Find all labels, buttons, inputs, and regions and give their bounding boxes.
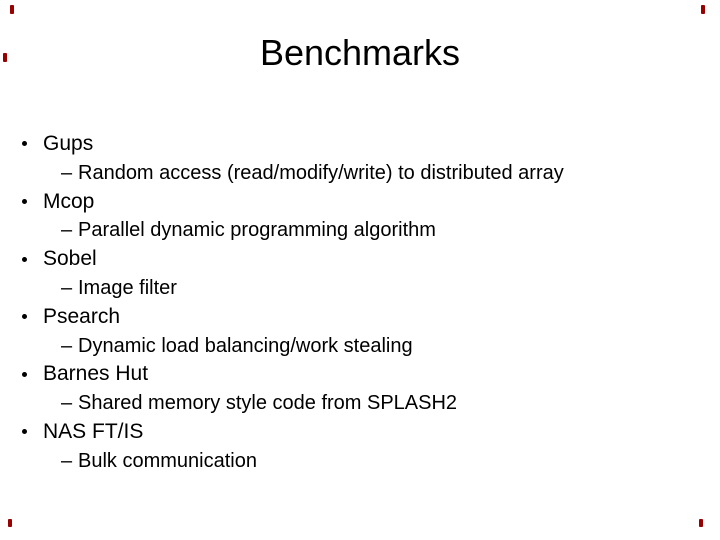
dash-icon: – <box>61 219 73 242</box>
bullet-list: Gups – Random access (read/modify/write)… <box>0 130 720 476</box>
bullet-icon <box>22 256 27 262</box>
benchmark-name: Sobel <box>43 247 97 271</box>
benchmark-desc: Parallel dynamic programming algorithm <box>78 219 436 242</box>
bullet-icon <box>22 314 27 320</box>
benchmark-desc: Bulk communication <box>78 449 257 472</box>
edge-mark <box>8 519 12 527</box>
benchmark-desc: Image filter <box>78 276 177 299</box>
list-subitem: – Dynamic load balancing/work stealing <box>0 332 720 361</box>
bullet-icon <box>22 141 27 147</box>
benchmark-name: NAS FT/IS <box>43 419 144 443</box>
list-subitem: – Shared memory style code from SPLASH2 <box>0 389 720 418</box>
list-item: Mcop <box>0 188 720 217</box>
benchmark-desc: Dynamic load balancing/work stealing <box>78 334 413 357</box>
dash-icon: – <box>61 334 73 357</box>
list-item: Psearch <box>0 303 720 332</box>
benchmark-name: Gups <box>43 132 94 155</box>
edge-mark <box>699 519 703 527</box>
list-subitem: – Image filter <box>0 274 720 303</box>
benchmark-desc: Random access (read/modify/write) to dis… <box>78 161 564 184</box>
list-subitem: – Bulk communication <box>0 447 720 476</box>
list-subitem: – Parallel dynamic programming algorithm <box>0 216 720 245</box>
bullet-icon <box>22 429 27 435</box>
list-item: NAS FT/IS <box>0 418 720 447</box>
edge-mark <box>10 5 14 14</box>
edge-mark <box>3 53 7 62</box>
bullet-icon <box>22 371 27 377</box>
benchmark-name: Barnes Hut <box>43 362 149 386</box>
dash-icon: – <box>61 276 73 299</box>
dash-icon: – <box>61 449 73 472</box>
benchmark-name: Mcop <box>43 189 95 213</box>
benchmark-desc: Shared memory style code from SPLASH2 <box>78 392 458 415</box>
list-item: Sobel <box>0 245 720 274</box>
edge-mark <box>701 5 705 14</box>
slide-title: Benchmarks <box>259 32 461 73</box>
benchmark-name: Psearch <box>43 304 121 328</box>
list-subitem: – Random access (read/modify/write) to d… <box>0 159 720 188</box>
list-item: Gups <box>0 130 720 159</box>
bullet-icon <box>22 198 27 204</box>
dash-icon: – <box>61 161 73 184</box>
dash-icon: – <box>61 392 73 415</box>
list-item: Barnes Hut <box>0 360 720 389</box>
